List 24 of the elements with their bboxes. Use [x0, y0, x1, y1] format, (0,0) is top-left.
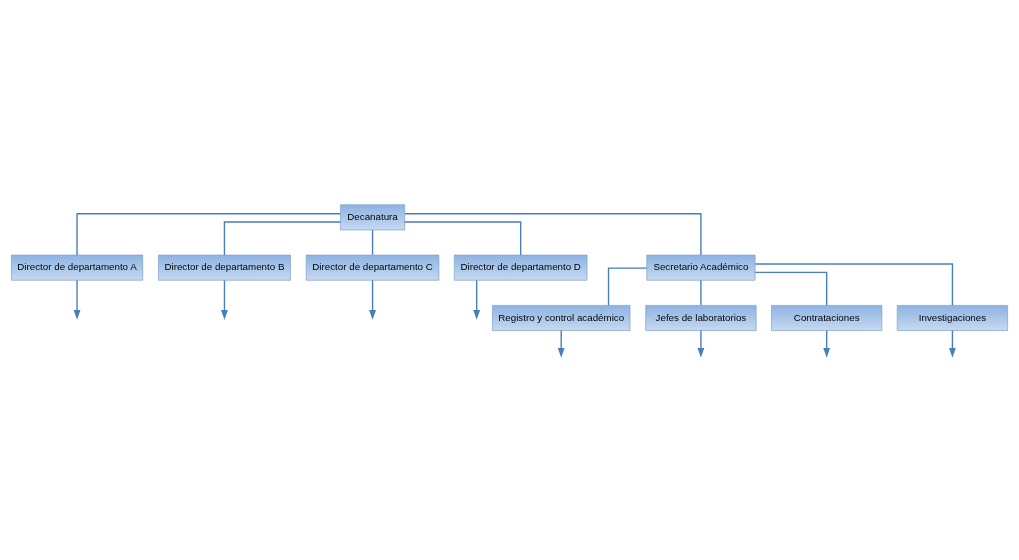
node-box: Director de departamento C: [305, 254, 440, 281]
node-box: Decanatura: [340, 203, 406, 230]
node-box: Director de departamento D: [453, 254, 588, 281]
arrow: [369, 279, 376, 320]
node-box: Jefes de laboratorios: [645, 304, 757, 331]
node-box: Investigaciones: [896, 304, 1008, 331]
connector: [404, 212, 702, 256]
connector: [607, 267, 648, 306]
arrow: [73, 279, 81, 320]
arrow: [221, 279, 228, 320]
node-box: Director de departamento A: [11, 254, 144, 281]
node-box: Secretario Académico: [646, 254, 756, 281]
connector: [754, 271, 828, 306]
node-box: Registro y control académico: [492, 304, 631, 331]
node-box: Director de departamento B: [158, 254, 291, 281]
node-box: Contrataciones: [771, 304, 883, 331]
connector: [76, 212, 342, 256]
arrow: [473, 279, 481, 320]
connector: [404, 220, 522, 256]
connector: [223, 220, 342, 256]
connector: [754, 262, 954, 306]
arrow: [697, 329, 705, 358]
connector: [371, 228, 374, 255]
connector: [700, 279, 702, 306]
